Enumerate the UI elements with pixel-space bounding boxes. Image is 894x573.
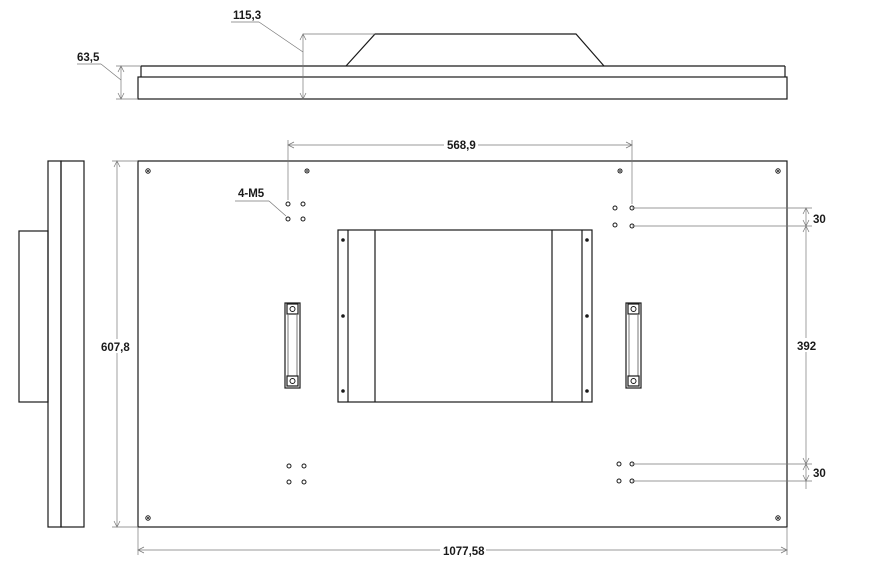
hole-group-bottom-right: [616, 461, 635, 484]
side-view-bezel: [47, 160, 62, 528]
dim-label-top-height: 115,3: [233, 10, 261, 22]
dim-label-hole-pair-top: 30: [813, 214, 826, 226]
label-mount-holes: 4-M5: [238, 188, 265, 200]
central-mount-box: [337, 229, 593, 403]
dim-label-hole-pair-bottom: 30: [813, 468, 826, 480]
hole-group-top-left: [285, 201, 306, 222]
dim-label-top-thickness: 63,5: [77, 52, 100, 64]
side-view: [18, 160, 85, 528]
dim-label-width: 1077,58: [443, 546, 485, 558]
top-view-bracket: [345, 33, 605, 67]
top-view: 115,3 63,5: [77, 10, 788, 100]
handle-right: [625, 302, 642, 389]
rear-view: 568,9 4-M5 607,8 392 30 30: [98, 137, 826, 558]
hole-group-bottom-left: [286, 463, 307, 485]
handle-left: [284, 302, 301, 389]
dim-label-height: 607,8: [101, 342, 130, 354]
dim-label-hole-spacing-vertical: 392: [797, 341, 816, 353]
top-view-panel: [137, 76, 788, 100]
hole-group-top-right: [612, 205, 635, 229]
side-view-bracket: [18, 230, 49, 403]
rear-view-panel: [137, 160, 788, 528]
dim-label-hole-spacing-horizontal: 568,9: [447, 140, 476, 152]
side-view-panel: [60, 160, 85, 528]
